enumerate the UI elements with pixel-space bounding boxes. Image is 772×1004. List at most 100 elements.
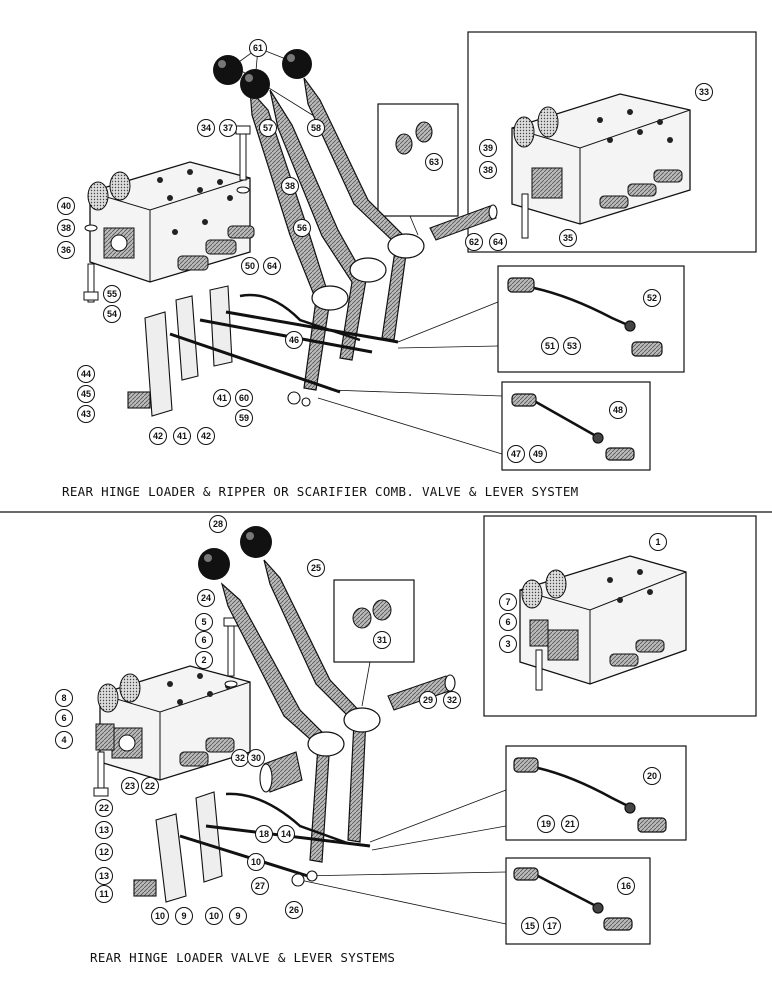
callout: 27 [251, 877, 269, 895]
svg-text:54: 54 [107, 309, 117, 319]
callout: 7 [499, 593, 517, 611]
callout: 6 [55, 709, 73, 727]
svg-text:21: 21 [565, 819, 575, 829]
svg-text:59: 59 [239, 413, 249, 423]
callout: 5 [195, 613, 213, 631]
svg-text:6: 6 [505, 617, 510, 627]
svg-text:51: 51 [545, 341, 555, 351]
inset-rod-19 [513, 757, 667, 833]
svg-text:32: 32 [447, 695, 457, 705]
callout: 8 [55, 689, 73, 707]
linkage-lower [133, 791, 371, 903]
control-valve-34 [87, 161, 255, 283]
svg-text:32: 32 [235, 753, 245, 763]
svg-text:57: 57 [263, 123, 273, 133]
svg-text:35: 35 [563, 233, 573, 243]
callout: 34 [197, 119, 215, 137]
callout: 6 [499, 613, 517, 631]
callout: 38 [57, 219, 75, 237]
callout: 51 [541, 337, 559, 355]
callout: 62 [465, 233, 483, 251]
upper-caption: REAR HINGE LOADER & RIPPER OR SCARIFIER … [62, 484, 579, 499]
svg-text:26: 26 [289, 905, 299, 915]
svg-text:14: 14 [281, 829, 291, 839]
svg-text:4: 4 [61, 735, 66, 745]
svg-text:40: 40 [61, 201, 71, 211]
svg-text:3: 3 [505, 639, 510, 649]
svg-text:64: 64 [493, 237, 503, 247]
svg-text:62: 62 [469, 237, 479, 247]
callout: 31 [373, 631, 391, 649]
inset-rod-47 [511, 393, 635, 461]
callout: 22 [141, 777, 159, 795]
inset-frame-rod-19 [505, 745, 687, 841]
callout: 10 [247, 853, 265, 871]
callout: 23 [121, 777, 139, 795]
callout: 64 [263, 257, 281, 275]
svg-text:22: 22 [145, 781, 155, 791]
svg-text:39: 39 [483, 143, 493, 153]
callout: 18 [255, 825, 273, 843]
svg-text:18: 18 [259, 829, 269, 839]
callout: 47 [507, 445, 525, 463]
svg-text:10: 10 [209, 911, 219, 921]
inset-bushings-31 [352, 599, 392, 629]
callout: 38 [281, 177, 299, 195]
callout: 48 [609, 401, 627, 419]
callout: 28 [209, 515, 227, 533]
svg-text:61: 61 [253, 43, 263, 53]
svg-text:49: 49 [533, 449, 543, 459]
lower-leader-lines [299, 661, 507, 925]
callout: 11 [95, 885, 113, 903]
callout: 29 [419, 691, 437, 709]
inset-valve-33 [511, 93, 691, 239]
lower-caption: REAR HINGE LOADER VALVE & LEVER SYSTEMS [90, 950, 396, 965]
svg-text:55: 55 [107, 289, 117, 299]
svg-text:6: 6 [61, 713, 66, 723]
inset-rod-51 [507, 277, 663, 357]
callout: 3 [499, 635, 517, 653]
callout: 43 [77, 405, 95, 423]
svg-text:41: 41 [177, 431, 187, 441]
callout: 58 [307, 119, 325, 137]
lever-knobs-61 [213, 49, 312, 99]
inset-frame-valve-33 [467, 31, 757, 253]
svg-text:12: 12 [99, 847, 109, 857]
inset-rod-15 [513, 867, 633, 931]
callout: 64 [489, 233, 507, 251]
callout: 57 [259, 119, 277, 137]
svg-text:53: 53 [567, 341, 577, 351]
callout: 45 [77, 385, 95, 403]
bushing-30 [259, 751, 303, 793]
callout: 61 [249, 39, 267, 57]
svg-text:47: 47 [511, 449, 521, 459]
svg-text:44: 44 [81, 369, 91, 379]
callout: 6 [195, 631, 213, 649]
callout: 24 [197, 589, 215, 607]
callout: 50 [241, 257, 259, 275]
inset-bushings-63 [395, 121, 433, 155]
svg-text:28: 28 [213, 519, 223, 529]
svg-text:42: 42 [201, 431, 211, 441]
svg-text:38: 38 [61, 223, 71, 233]
callout: 35 [559, 229, 577, 247]
svg-text:41: 41 [217, 393, 227, 403]
svg-text:25: 25 [311, 563, 321, 573]
callout: 16 [617, 877, 635, 895]
svg-text:31: 31 [377, 635, 387, 645]
callout: 55 [103, 285, 121, 303]
callout: 13 [95, 867, 113, 885]
svg-text:13: 13 [99, 825, 109, 835]
inset-valve-1 [519, 555, 687, 691]
callout: 1 [649, 533, 667, 551]
svg-text:10: 10 [155, 911, 165, 921]
callout: 2 [195, 651, 213, 669]
svg-text:50: 50 [245, 261, 255, 271]
callout: 59 [235, 409, 253, 427]
svg-text:23: 23 [125, 781, 135, 791]
svg-text:60: 60 [239, 393, 249, 403]
control-valve-2 [95, 665, 251, 781]
callout: 13 [95, 821, 113, 839]
svg-text:48: 48 [613, 405, 623, 415]
